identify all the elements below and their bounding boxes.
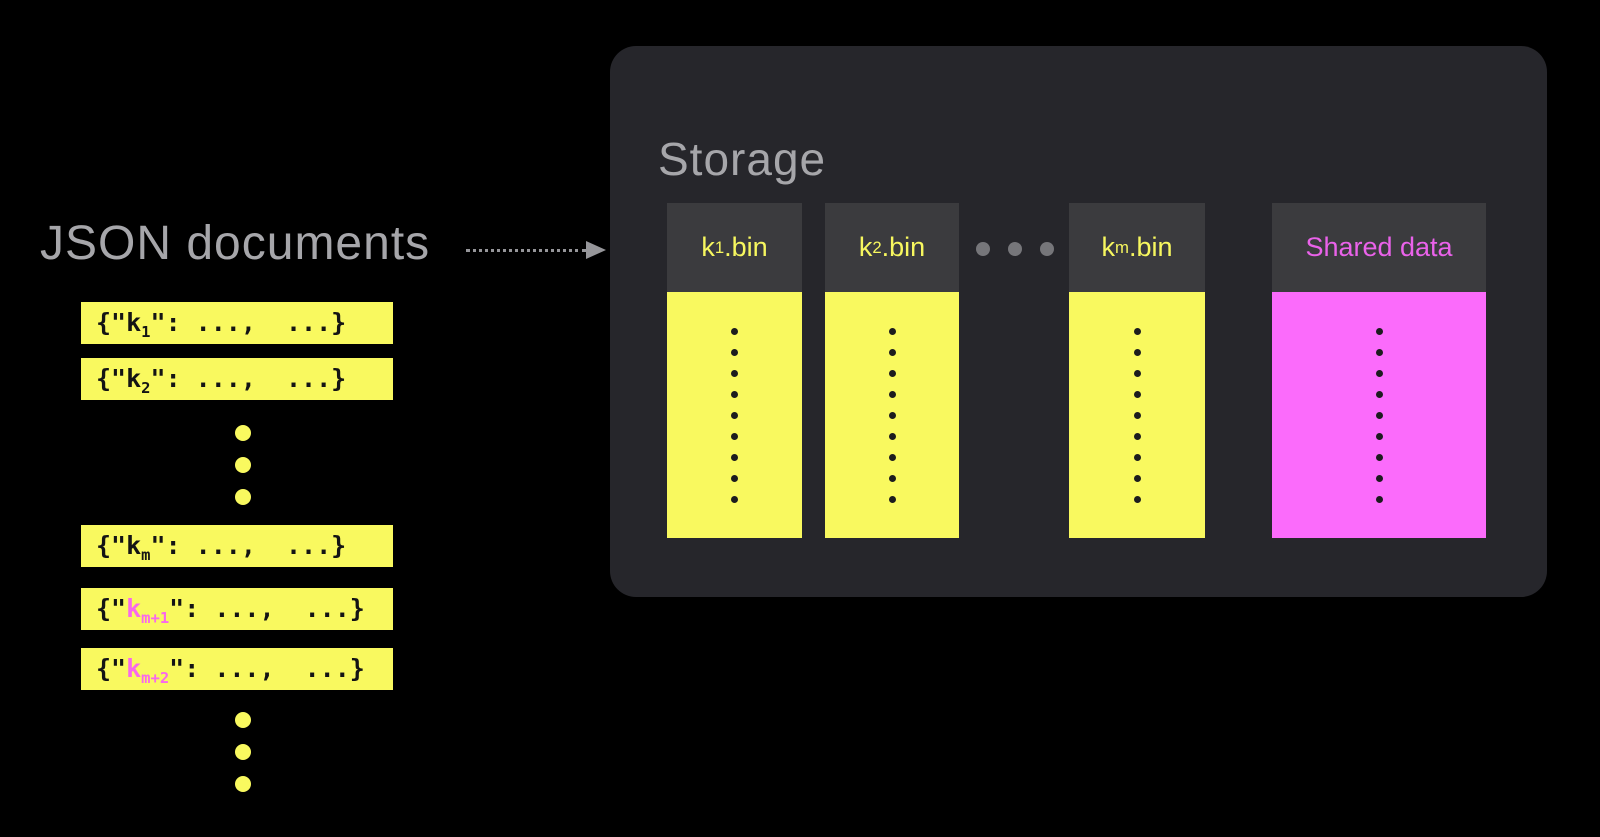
horizontal-ellipsis-dots <box>976 242 1054 256</box>
data-dot <box>1375 327 1383 335</box>
data-dot <box>1133 453 1141 461</box>
arrow-dotted-line <box>466 249 586 252</box>
doc-prefix: {" <box>96 654 127 683</box>
doc-suffix: ": ..., ...} <box>169 654 365 683</box>
storage-title: Storage <box>658 133 827 185</box>
ellipsis-dot <box>235 489 251 505</box>
data-dot <box>731 327 738 335</box>
doc-key-highlighted: km+1 <box>126 594 170 627</box>
data-dot <box>1133 495 1141 503</box>
data-dot <box>1375 369 1383 377</box>
data-dot <box>888 390 896 398</box>
data-dot <box>731 390 738 398</box>
json-document-bar: {"km+2": ..., ...} <box>81 648 393 690</box>
data-dot <box>888 369 896 377</box>
data-dot <box>1375 348 1383 356</box>
data-dot <box>1133 411 1141 419</box>
data-dot <box>731 453 738 461</box>
ellipsis-dot <box>235 776 251 792</box>
doc-prefix: {" <box>96 308 127 337</box>
doc-suffix: ": ..., ...} <box>169 594 365 623</box>
ellipsis-dot <box>235 744 251 760</box>
data-dot <box>731 411 738 419</box>
shared-data-header: Shared data <box>1272 203 1486 292</box>
data-dot <box>888 453 896 461</box>
doc-key: k1 <box>126 308 151 341</box>
data-dot <box>1375 495 1383 503</box>
vertical-ellipsis-dots <box>235 425 251 505</box>
data-dot <box>1133 348 1141 356</box>
ellipsis-dot <box>235 425 251 441</box>
data-dot <box>888 327 896 335</box>
shared-data-column <box>1272 292 1486 538</box>
data-dot <box>888 348 896 356</box>
data-dot <box>731 432 738 440</box>
data-dot <box>731 474 738 482</box>
json-document-bar: {"k2": ..., ...} <box>81 358 393 400</box>
bin-file-column <box>825 292 959 538</box>
data-dot <box>888 474 896 482</box>
data-dot <box>1375 432 1383 440</box>
data-dot <box>1133 327 1141 335</box>
json-document-bar: {"km+1": ..., ...} <box>81 588 393 630</box>
ellipsis-dot <box>235 712 251 728</box>
vertical-ellipsis-dots <box>235 712 251 792</box>
data-dot <box>1375 453 1383 461</box>
data-dot <box>888 411 896 419</box>
doc-suffix: ": ..., ...} <box>150 364 347 393</box>
arrow-head-icon <box>586 241 606 259</box>
data-dot <box>1375 390 1383 398</box>
ellipsis-dot <box>976 242 990 256</box>
json-document-bar: {"km": ..., ...} <box>81 525 393 567</box>
data-dot <box>731 369 738 377</box>
doc-key: km <box>126 531 151 564</box>
ellipsis-dot <box>1008 242 1022 256</box>
json-document-bar: {"k1": ..., ...} <box>81 302 393 344</box>
ellipsis-dot <box>235 457 251 473</box>
ellipsis-dot <box>1040 242 1054 256</box>
data-dot <box>731 348 738 356</box>
doc-key-highlighted: km+2 <box>126 654 170 687</box>
doc-prefix: {" <box>96 594 127 623</box>
data-dot <box>888 495 896 503</box>
data-dot <box>888 432 896 440</box>
data-dot <box>731 495 738 503</box>
bin-file-column <box>667 292 802 538</box>
bin-file-column <box>1069 292 1205 538</box>
data-dot <box>1375 411 1383 419</box>
doc-prefix: {" <box>96 531 127 560</box>
json-documents-label: JSON documents <box>40 217 431 270</box>
doc-key: k2 <box>126 364 151 397</box>
doc-suffix: ": ..., ...} <box>150 308 347 337</box>
data-dot <box>1375 474 1383 482</box>
data-dot <box>1133 390 1141 398</box>
doc-suffix: ": ..., ...} <box>150 531 347 560</box>
data-dot <box>1133 432 1141 440</box>
doc-prefix: {" <box>96 364 127 393</box>
data-dot <box>1133 369 1141 377</box>
data-dot <box>1133 474 1141 482</box>
